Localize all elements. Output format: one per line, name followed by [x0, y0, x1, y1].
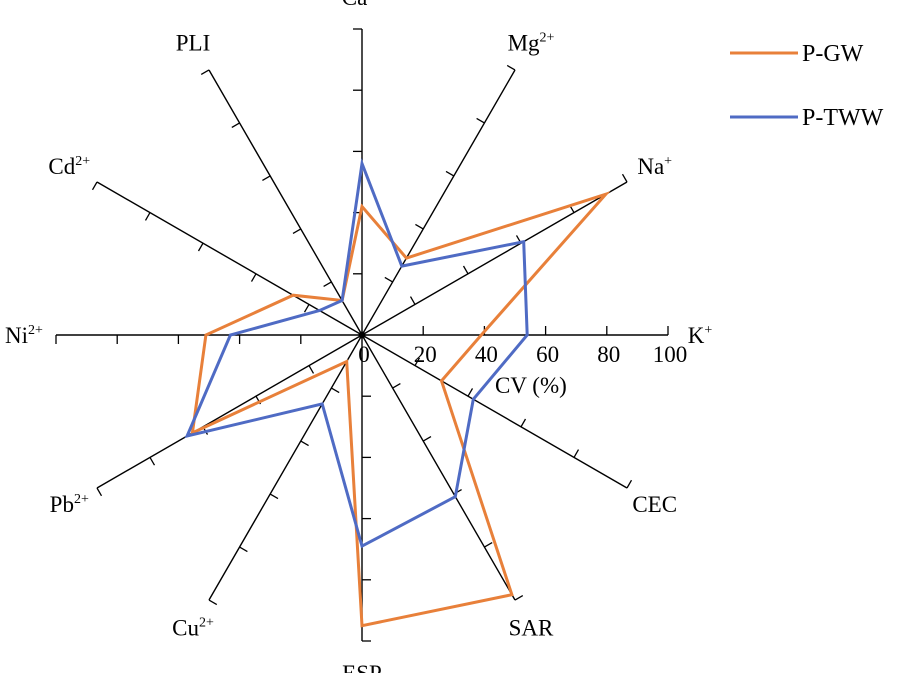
- axis-title: CV (%): [495, 373, 567, 398]
- axis-line-mg: [361, 69, 516, 336]
- axis-tick: [626, 479, 633, 489]
- axis-line-cec: [361, 334, 628, 489]
- axis-tick: [392, 382, 401, 389]
- axis-label-pb: Pb2+: [50, 492, 89, 517]
- axis-tick: [422, 435, 432, 442]
- axis-label-ca: Ca2+: [342, 0, 383, 10]
- axis-tick: [323, 281, 332, 288]
- axis-line-pb: [96, 334, 363, 489]
- axis-tick: [467, 388, 474, 397]
- axis-tick: [573, 449, 580, 458]
- axis-tick: [197, 242, 204, 252]
- legend: P-GW P-TWW: [730, 41, 884, 131]
- axis-tick: [96, 487, 103, 497]
- axis-tick: [144, 212, 151, 221]
- axis-tick: [445, 170, 455, 177]
- tick-label: 60: [536, 342, 559, 367]
- axis-tick: [462, 265, 469, 275]
- axis-label-pli: PLI: [176, 30, 211, 55]
- legend-label-p-tww: P-TWW: [802, 105, 884, 131]
- axis-tick: [514, 594, 524, 601]
- axis-label-sar: SAR: [509, 616, 554, 641]
- axis-label-k: K+: [688, 323, 713, 348]
- axis-tick: [303, 304, 310, 313]
- axis-tick: [384, 276, 393, 283]
- axis-tick: [308, 365, 315, 374]
- axis-tick: [250, 273, 257, 282]
- axis-tick: [621, 173, 628, 183]
- series-group: [184, 157, 611, 628]
- axis-tick: [269, 493, 279, 500]
- axis-tick: [208, 599, 218, 606]
- axis-line-sar: [361, 334, 516, 601]
- axis-tick: [231, 122, 240, 129]
- axis-line-cd: [96, 181, 363, 336]
- axis-label-esp: ESP: [342, 661, 382, 673]
- axis-label-cu: Cu2+: [172, 616, 214, 641]
- axis-label-ni: Ni2+: [5, 323, 43, 348]
- tick-label: 100: [653, 342, 688, 367]
- legend-label-p-gw: P-GW: [802, 41, 864, 67]
- axis-tick: [484, 541, 493, 548]
- tick-label: 20: [414, 342, 437, 367]
- axis-tick: [292, 228, 302, 235]
- axis-line-na: [361, 181, 628, 336]
- axis-tick: [239, 546, 248, 553]
- axis-tick: [409, 296, 416, 305]
- axis-label-mg: Mg2+: [508, 30, 555, 55]
- axis-tick: [506, 64, 516, 71]
- axis-label-cd: Cd2+: [48, 154, 90, 179]
- axis-label-na: Na+: [637, 154, 672, 179]
- axis-tick: [331, 387, 340, 394]
- axis-tick: [520, 418, 527, 428]
- axis-tick: [476, 117, 485, 124]
- axis-line-cu: [208, 334, 363, 601]
- tick-label: 80: [597, 342, 620, 367]
- axis-tick: [200, 69, 210, 76]
- center-dot: [358, 331, 366, 339]
- axis-line-pli: [208, 69, 363, 336]
- axis-label-cec: CEC: [632, 492, 677, 517]
- axis-tick: [149, 457, 156, 466]
- axes-group: [55, 28, 669, 642]
- axis-tick: [414, 357, 421, 366]
- axis-tick: [415, 223, 424, 230]
- axis-tick: [262, 175, 271, 182]
- axis-tick: [91, 181, 98, 191]
- axis-tick: [300, 440, 309, 447]
- labels-group: Ca2+ Mg2+ Na+ K+ CEC SAR ESP Cu2+ Pb2+ Ni2+ Cd2+ PL…: [5, 0, 712, 673]
- tick-label: 0: [358, 342, 370, 367]
- tick-label: 40: [475, 342, 498, 367]
